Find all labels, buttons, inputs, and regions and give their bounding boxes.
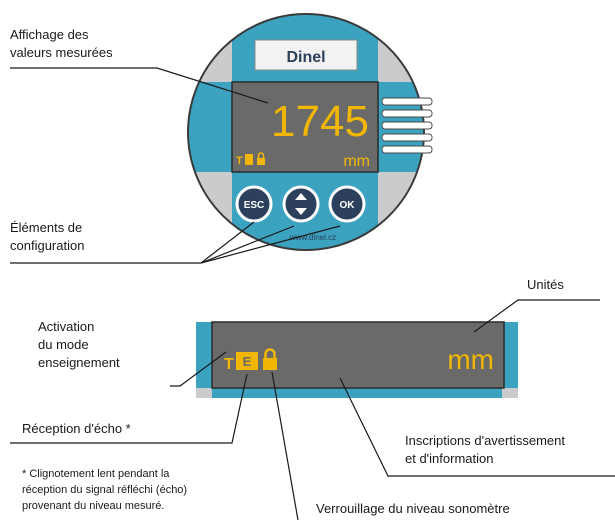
ok-button-label: OK <box>340 200 356 211</box>
lock-annotation: Verrouillage du niveau sonomètre <box>316 501 510 516</box>
lock-icon <box>257 152 265 165</box>
teach-annotation: Activation du mode enseignement <box>38 318 120 372</box>
teach-annotation-line2: du mode <box>38 337 89 352</box>
leader-lines <box>10 67 615 521</box>
website-label: www.dinel.cz <box>289 233 336 242</box>
brand-name: Dinel <box>286 49 325 66</box>
ok-button[interactable]: OK <box>328 185 366 223</box>
config-annotation-line2: configuration <box>10 238 85 253</box>
detail-echo-indicator <box>236 352 258 370</box>
esc-button[interactable]: ESC <box>235 185 273 223</box>
teach-annotation-line3: enseignement <box>38 355 120 370</box>
esc-button-label: ESC <box>244 200 265 211</box>
warnings-annotation-line2: et d'information <box>405 451 494 466</box>
warnings-annotation-line1: Inscriptions d'avertissement <box>405 433 565 448</box>
footnote-line1: * Clignotement lent pendant la <box>22 468 170 480</box>
display-annotation-line2: valeurs mesurées <box>10 45 113 60</box>
arrow-up-icon <box>295 193 307 200</box>
footnote-line3: provenant du niveau mesuré. <box>22 500 165 512</box>
footnote-line2: réception du signal réfléchi (écho) <box>22 484 188 496</box>
display-annotation: Affichage des valeurs mesurées <box>10 26 113 62</box>
unit-display: mm <box>343 153 370 170</box>
vent-slots <box>381 97 433 154</box>
units-annotation: Unités <box>527 277 564 292</box>
teach-indicator: T <box>236 155 243 167</box>
detail-echo-glyph: E <box>243 354 252 369</box>
display-detail: T E mm <box>196 321 518 398</box>
config-annotation-line1: Éléments de <box>10 220 83 235</box>
arrow-down-icon <box>295 208 307 215</box>
detail-unit-display: mm <box>447 344 494 375</box>
detail-lock-icon <box>263 348 277 370</box>
warnings-annotation: Inscriptions d'avertissement et d'inform… <box>405 432 565 468</box>
footnote: * Clignotement lent pendant la réception… <box>22 466 187 514</box>
detail-teach-indicator: T <box>224 356 234 373</box>
up-down-button[interactable] <box>282 185 320 223</box>
brand-plate <box>254 39 358 71</box>
measured-value: 1745 <box>271 97 369 146</box>
config-annotation: Éléments de configuration <box>10 219 84 255</box>
echo-indicator <box>245 154 253 165</box>
echo-annotation: Réception d'écho * <box>22 421 131 436</box>
teach-annotation-line1: Activation <box>38 319 95 334</box>
display-annotation-line1: Affichage des <box>10 27 89 42</box>
